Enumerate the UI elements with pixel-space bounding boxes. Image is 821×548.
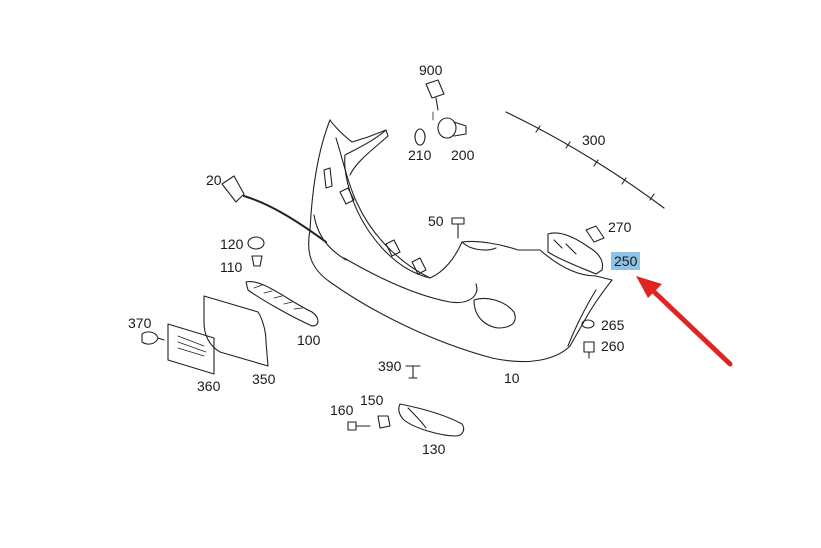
label-100: 100	[297, 332, 321, 348]
lower-grille-part-100	[245, 281, 319, 327]
tow-cover-part-20	[221, 175, 245, 203]
label-200: 200	[451, 147, 475, 163]
label-270: 270	[608, 219, 632, 235]
screw-part-50	[451, 217, 465, 239]
plate-holder-part-350	[203, 295, 269, 367]
red-arrow-indicator	[636, 276, 733, 367]
label-130: 130	[422, 441, 446, 457]
rivet-part-390	[405, 365, 421, 379]
label-120: 120	[220, 236, 244, 252]
label-390: 390	[378, 358, 402, 374]
label-160: 160	[330, 402, 354, 418]
leader-line	[243, 195, 327, 243]
label-110: 110	[220, 259, 243, 275]
clip-nut-part-265	[581, 319, 595, 329]
sensor-ring-part-210	[414, 128, 426, 146]
license-plate-part-360	[167, 323, 215, 375]
cable-part-300	[505, 111, 665, 209]
label-265: 265	[601, 317, 625, 333]
label-370: 370	[128, 315, 152, 331]
clip-part-270	[585, 225, 605, 243]
label-210: 210	[408, 147, 432, 163]
nut-part-150	[377, 415, 391, 429]
label-150: 150	[360, 392, 384, 408]
plug-part-120	[247, 236, 265, 250]
label-260: 260	[601, 338, 625, 354]
clip-part-110	[251, 255, 263, 267]
label-900: 900	[419, 62, 443, 78]
label-360: 360	[197, 378, 221, 394]
screw-part-370	[141, 331, 165, 345]
label-350: 350	[252, 371, 276, 387]
label-250-highlighted: 250	[611, 252, 641, 270]
label-20: 20	[206, 172, 222, 188]
wiring-part-900	[425, 79, 445, 111]
label-300: 300	[582, 132, 606, 148]
fog-lamp-bezel-part-130	[398, 403, 465, 437]
rivet-part-260	[583, 341, 595, 359]
label-10: 10	[504, 370, 520, 386]
sensor-part-200	[437, 117, 467, 139]
label-50: 50	[428, 213, 444, 229]
bracket-part-250	[547, 232, 604, 275]
bolt-part-160	[347, 421, 371, 431]
